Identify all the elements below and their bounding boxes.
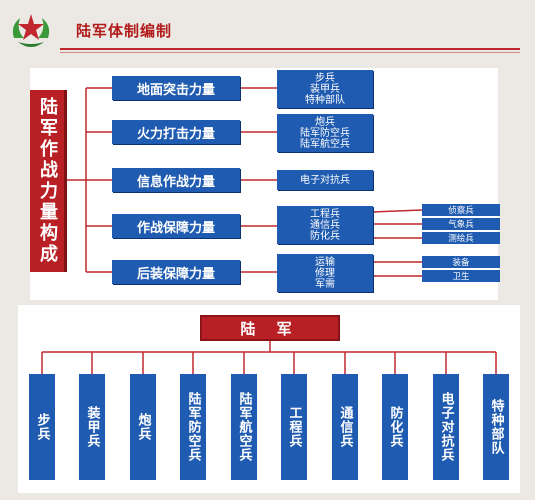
extra-unit-node: 装备 xyxy=(422,256,500,268)
extra-unit-node: 气象兵 xyxy=(422,218,500,230)
subunit-label: 陆军航空兵 xyxy=(300,138,350,150)
subunit-label: 陆军防空兵 xyxy=(300,127,350,139)
page-title: 陆军体制编制 xyxy=(76,22,173,40)
extra-unit-node: 侦察兵 xyxy=(422,204,500,216)
root-node: 陆军作战力量构成 xyxy=(30,90,67,272)
army-node: 陆 军 xyxy=(200,315,340,341)
extra-unit-node: 卫生 xyxy=(422,270,500,282)
subunit-label: 装甲兵 xyxy=(310,83,340,95)
subunit-label: 特种部队 xyxy=(305,94,345,106)
branch-node: 通信兵 xyxy=(332,374,358,480)
branch-node: 防化兵 xyxy=(382,374,408,480)
category-node: 信息作战力量 xyxy=(112,168,240,192)
branch-node: 炮兵 xyxy=(130,374,156,480)
branch-node: 电子对抗兵 xyxy=(433,374,459,480)
category-node: 火力打击力量 xyxy=(112,120,240,144)
subunit-label: 修理 xyxy=(315,267,335,279)
branch-node: 工程兵 xyxy=(281,374,307,480)
branch-node: 陆军防空兵 xyxy=(180,374,206,480)
category-node: 后装保障力量 xyxy=(112,260,240,284)
title-divider xyxy=(60,48,520,50)
category-node: 作战保障力量 xyxy=(112,214,240,238)
subunit-label: 军需 xyxy=(315,278,335,290)
subunit-node: 电子对抗兵 xyxy=(277,170,373,190)
subunit-node: 工程兵 通信兵 防化兵 xyxy=(277,206,373,244)
subunit-label: 通信兵 xyxy=(310,219,340,231)
title-divider-thin xyxy=(60,52,520,53)
subunit-node: 炮兵 陆军防空兵 陆军航空兵 xyxy=(277,114,373,152)
branch-node: 陆军航空兵 xyxy=(231,374,257,480)
subunit-label: 炮兵 xyxy=(315,116,335,128)
subunit-label: 步兵 xyxy=(315,72,335,84)
army-star-logo-icon xyxy=(12,14,50,47)
branch-node: 特种部队 xyxy=(483,374,509,480)
category-node: 地面突击力量 xyxy=(112,76,240,100)
subunit-label: 工程兵 xyxy=(310,208,340,220)
subunit-label: 运输 xyxy=(315,256,335,268)
branch-node: 步兵 xyxy=(29,374,55,480)
branch-node: 装甲兵 xyxy=(79,374,105,480)
subunit-label: 电子对抗兵 xyxy=(300,174,350,186)
extra-unit-node: 测绘兵 xyxy=(422,232,500,244)
subunit-node: 步兵 装甲兵 特种部队 xyxy=(277,70,373,108)
subunit-node: 运输 修理 军需 xyxy=(277,254,373,292)
subunit-label: 防化兵 xyxy=(310,230,340,242)
title-bar: 陆军体制编制 xyxy=(0,0,535,58)
